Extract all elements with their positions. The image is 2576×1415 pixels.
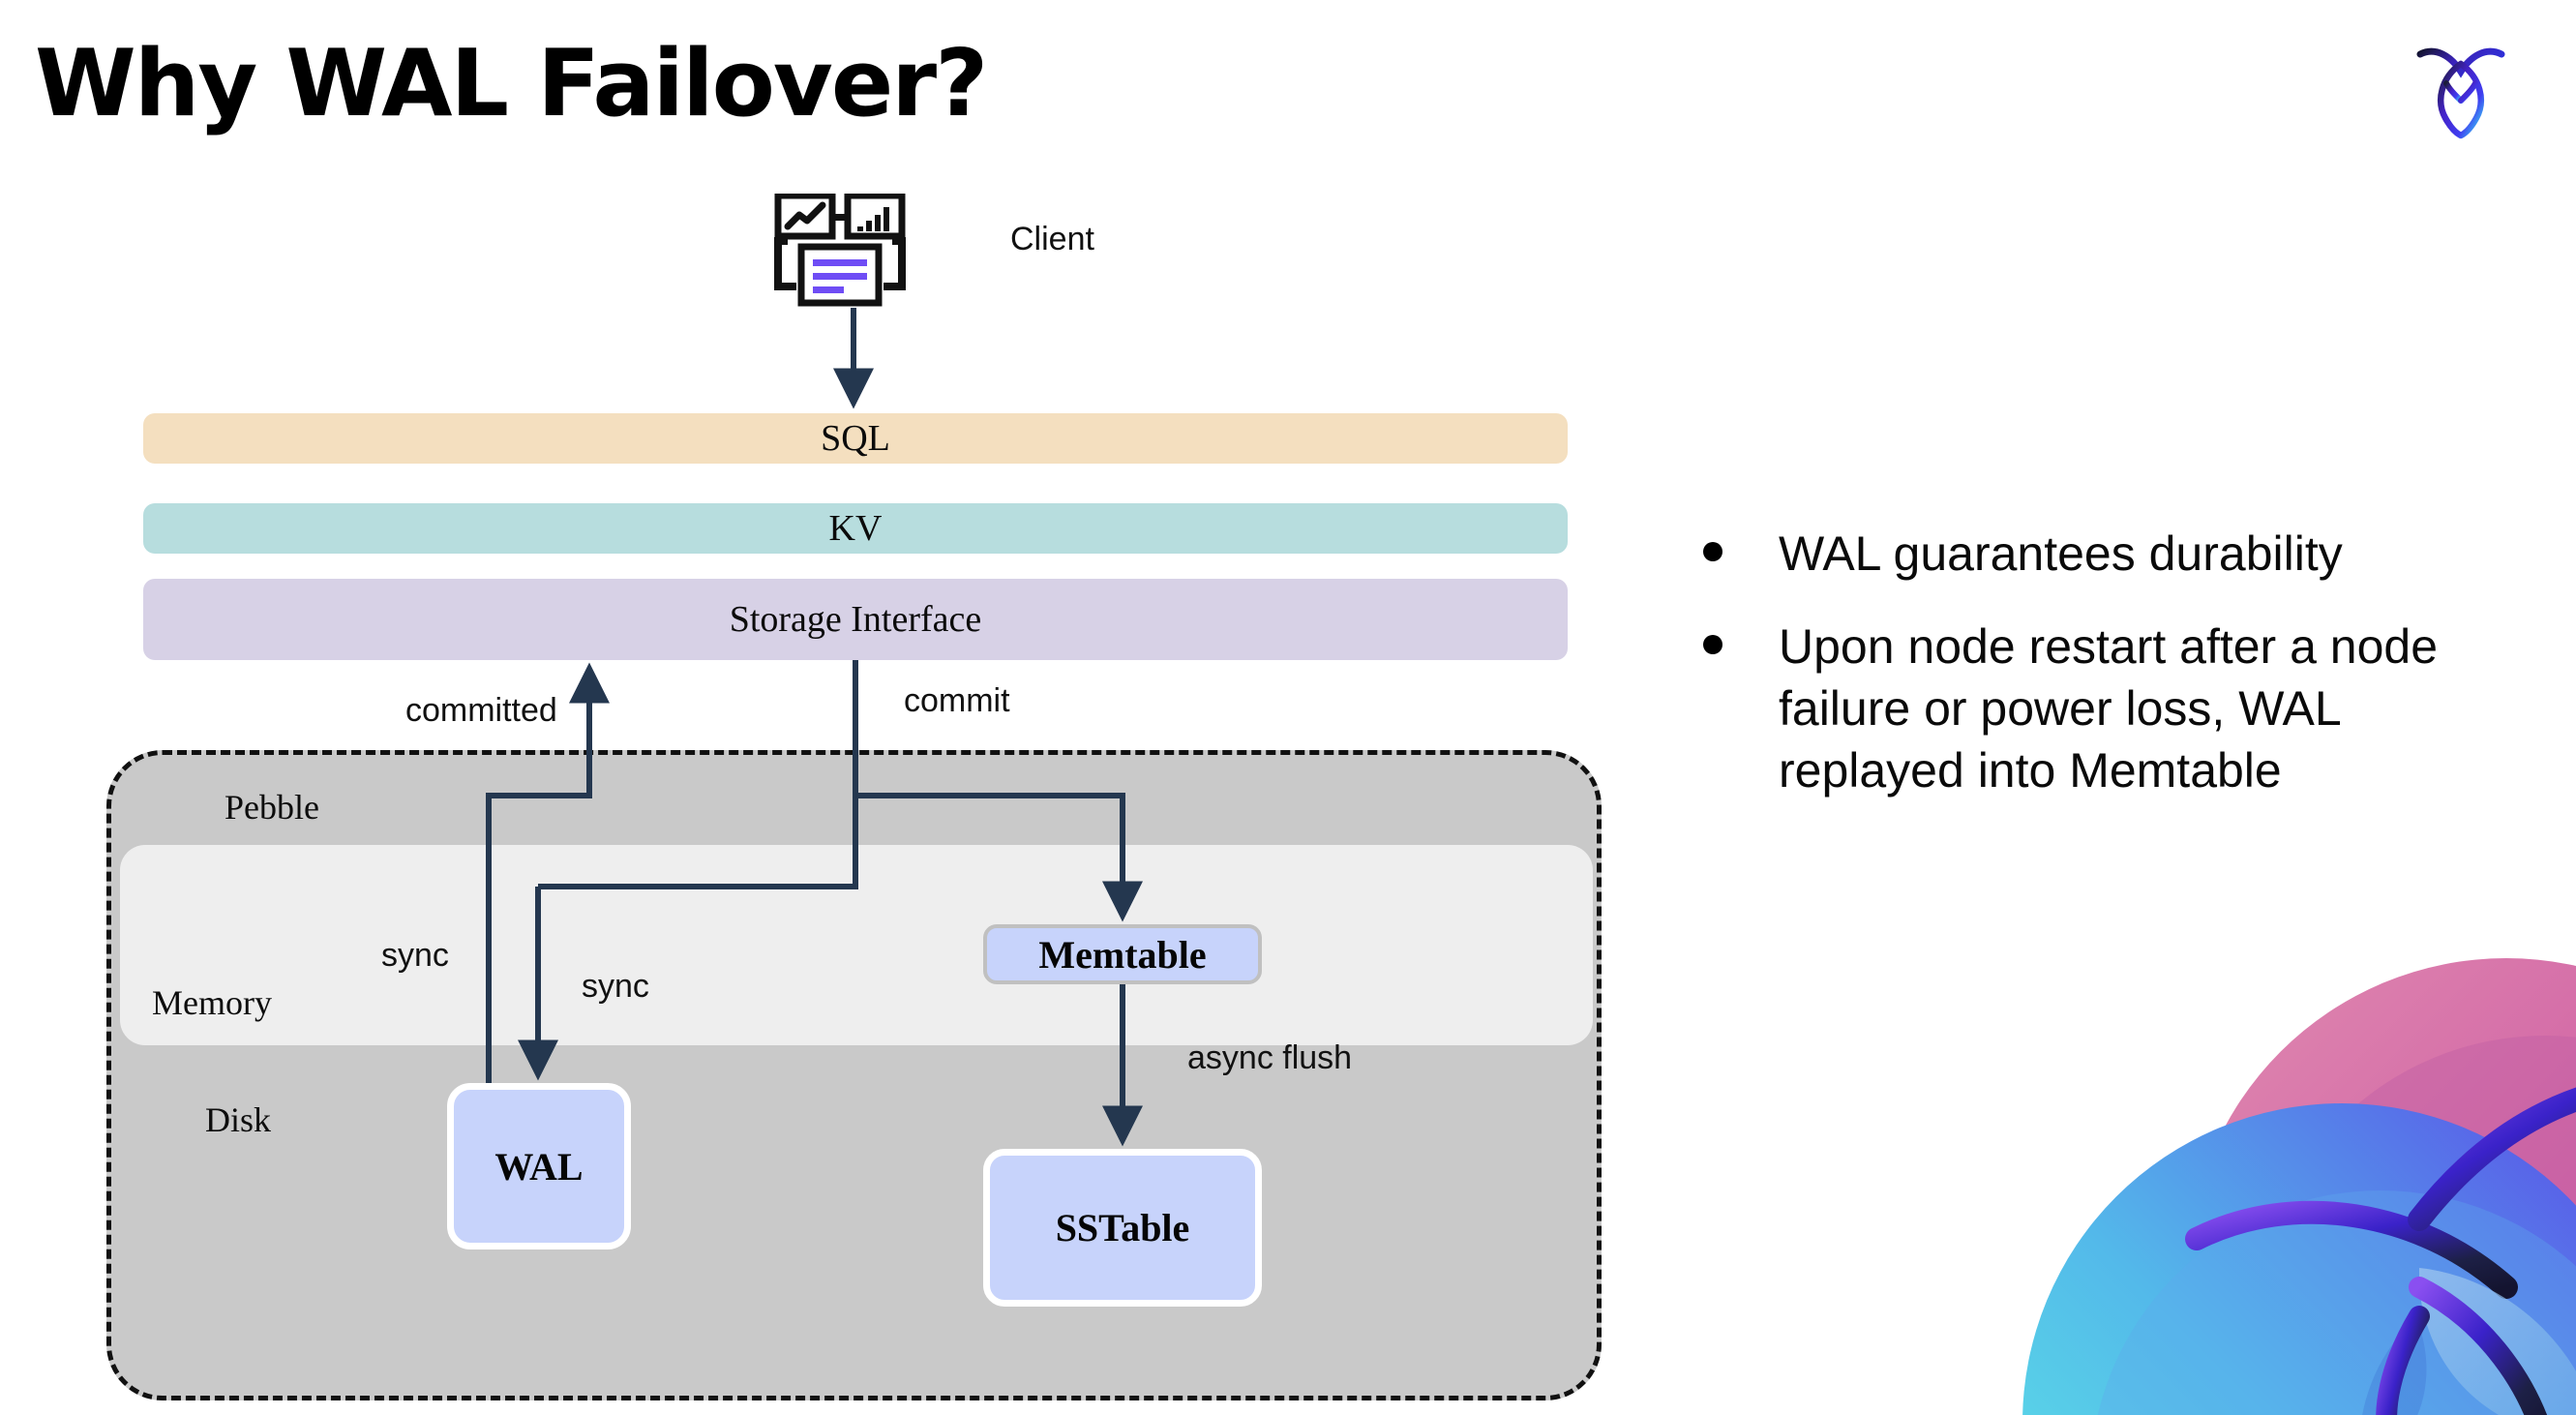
page-title: Why WAL Failover? xyxy=(35,31,988,137)
layer-bar-kv[interactable]: KV xyxy=(143,503,1568,554)
layer-bar-sql-label: SQL xyxy=(821,418,890,459)
edge-label-committed: committed xyxy=(405,692,557,729)
layer-bar-storage-interface-label: Storage Interface xyxy=(729,599,982,640)
node-memtable-label: Memtable xyxy=(1038,932,1207,977)
node-wal[interactable]: WAL xyxy=(447,1083,631,1249)
node-sstable-label: SSTable xyxy=(1055,1206,1190,1249)
bullet-dot-icon xyxy=(1703,542,1722,561)
layer-bar-storage-interface[interactable]: Storage Interface xyxy=(143,579,1568,660)
node-wal-label: WAL xyxy=(494,1144,584,1189)
edge-label-sync-right: sync xyxy=(582,968,649,1005)
list-item: Upon node restart after a node failure o… xyxy=(1703,616,2526,801)
bullet-text: Upon node restart after a node failure o… xyxy=(1779,619,2439,798)
client-terminal-icon xyxy=(774,192,929,315)
bullet-list: WAL guarantees durability Upon node rest… xyxy=(1703,523,2526,832)
bullet-dot-icon xyxy=(1703,635,1722,654)
layer-bar-sql[interactable]: SQL xyxy=(143,413,1568,464)
node-memtable[interactable]: Memtable xyxy=(983,924,1262,984)
edge-label-sync-left: sync xyxy=(381,937,449,974)
bullet-text: WAL guarantees durability xyxy=(1779,527,2343,581)
list-item: WAL guarantees durability xyxy=(1703,523,2526,585)
edge-label-commit: commit xyxy=(904,682,1010,719)
memory-region xyxy=(120,845,1593,1045)
memory-label: Memory xyxy=(152,983,272,1022)
node-sstable[interactable]: SSTable xyxy=(983,1149,1262,1307)
pebble-label: Pebble xyxy=(225,788,319,827)
layer-bar-kv-label: KV xyxy=(828,508,883,549)
client-label: Client xyxy=(1010,221,1094,257)
edge-label-async-flush: async flush xyxy=(1187,1039,1353,1076)
disk-label: Disk xyxy=(205,1100,272,1139)
cockroachdb-logo-icon xyxy=(2407,31,2515,139)
gradient-circles-decoration xyxy=(1964,900,2576,1415)
